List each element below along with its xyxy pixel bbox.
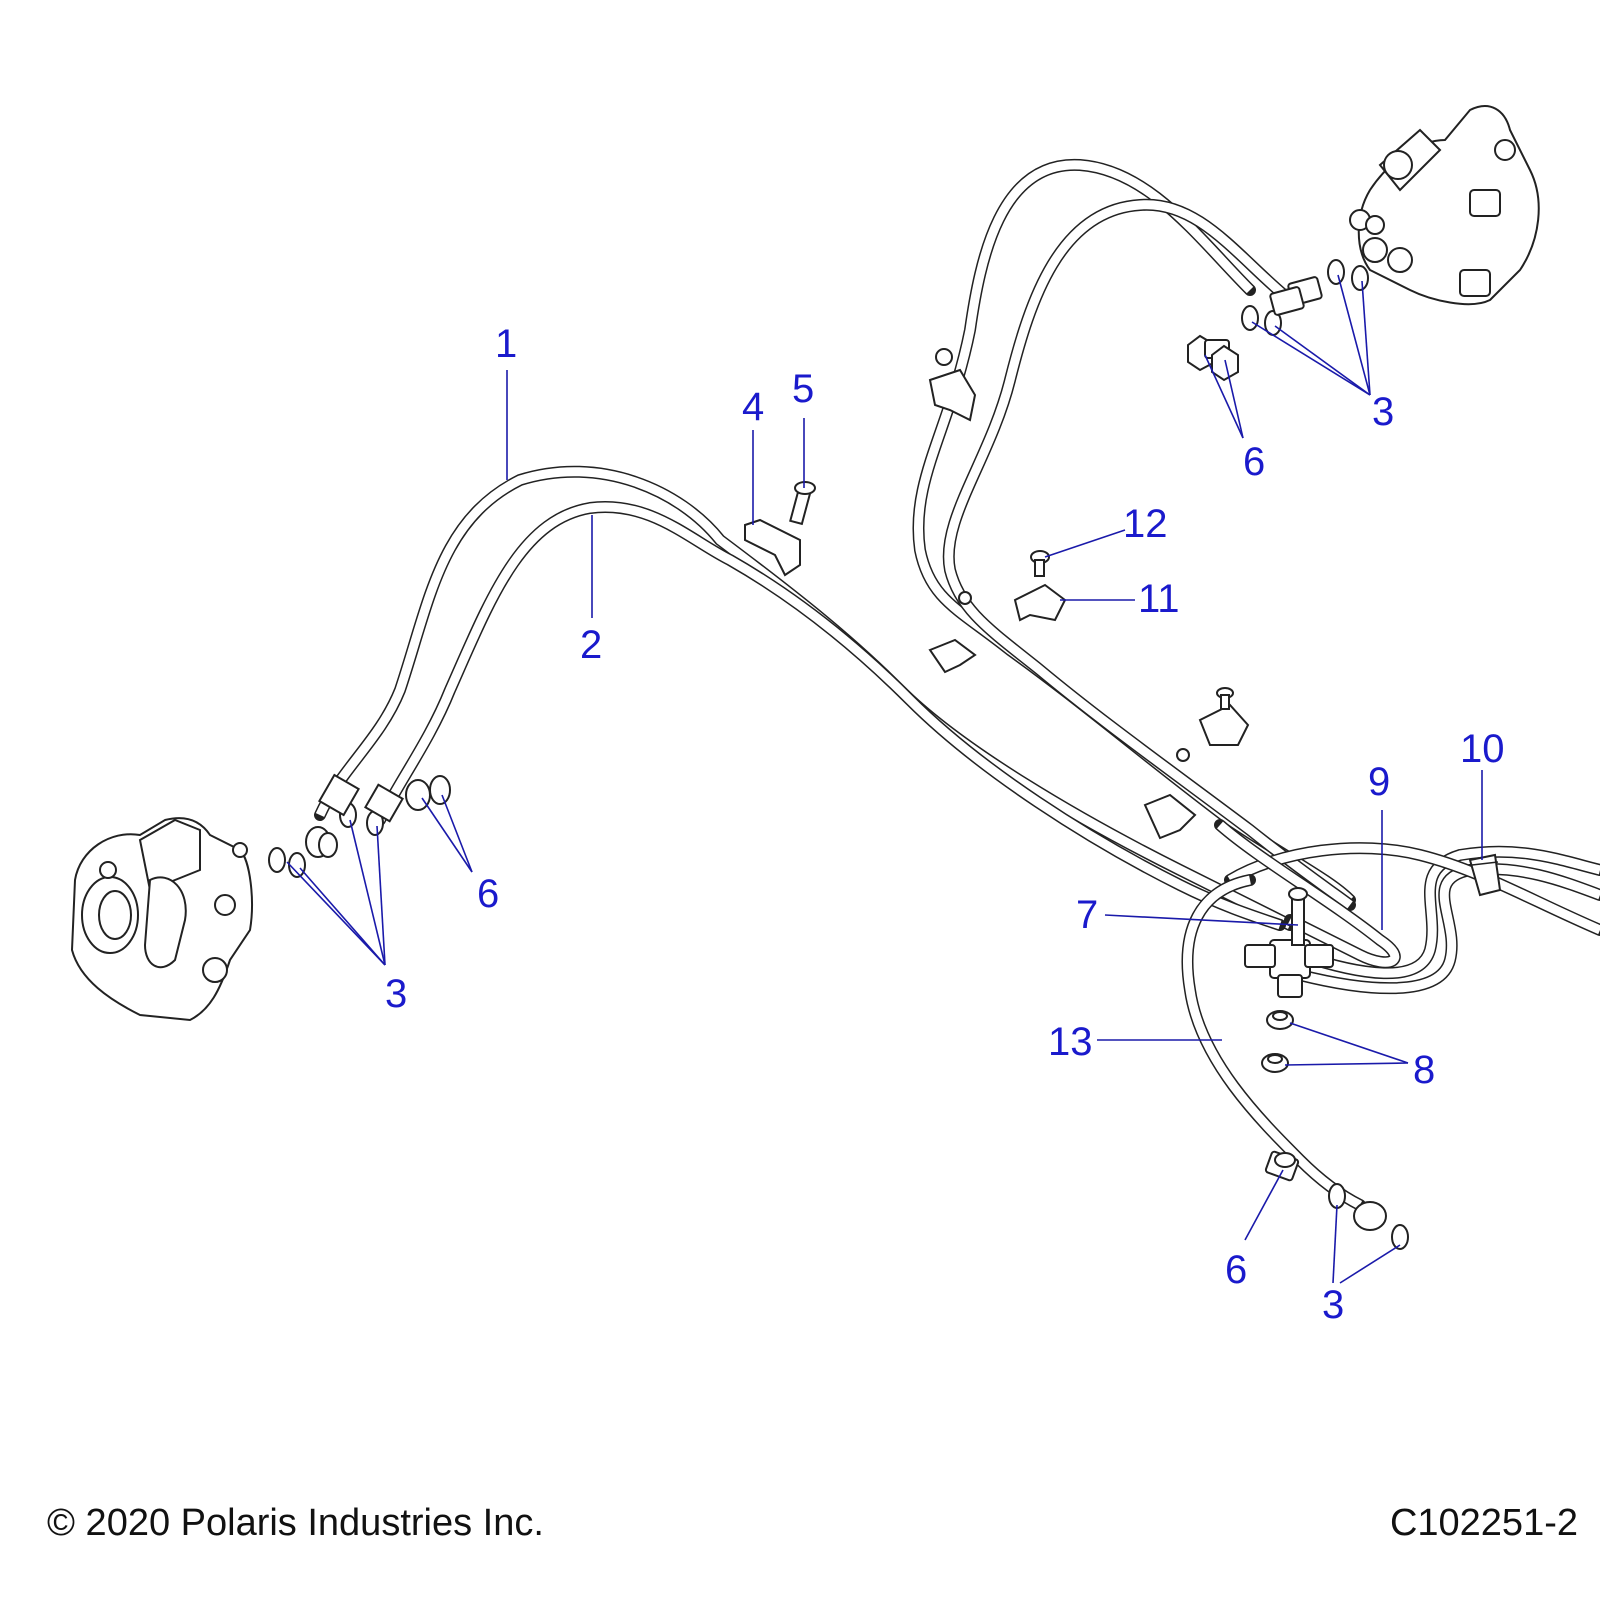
callout-10: 10 bbox=[1460, 727, 1505, 771]
figure-id: C102251-2 bbox=[1389, 1502, 1578, 1544]
screw-12 bbox=[1030, 550, 1050, 577]
callout-1: 1 bbox=[495, 322, 517, 366]
junction-block bbox=[1244, 939, 1334, 998]
brake-hose-right-upper bbox=[912, 158, 1356, 911]
brake-hose-1 bbox=[314, 465, 1296, 931]
brake-line-9 bbox=[1214, 819, 1401, 969]
clip-mid-left bbox=[928, 638, 977, 674]
callout-6-rear: 6 bbox=[1225, 1248, 1247, 1292]
callout-7: 7 bbox=[1076, 893, 1098, 937]
left-brake-caliper bbox=[70, 817, 253, 1022]
callout-4: 4 bbox=[742, 385, 764, 429]
callout-3-left: 3 bbox=[385, 972, 407, 1016]
callout-13: 13 bbox=[1048, 1020, 1093, 1064]
right-banjo-bolts bbox=[1187, 276, 1323, 382]
bracket-4 bbox=[744, 518, 801, 577]
callout-5: 5 bbox=[792, 367, 814, 411]
clip-11 bbox=[1013, 583, 1067, 622]
screw-5 bbox=[789, 481, 816, 526]
right-brake-caliper bbox=[1349, 105, 1540, 306]
callout-3-rear: 3 bbox=[1322, 1283, 1344, 1327]
callout-12: 12 bbox=[1123, 502, 1168, 546]
clip-upper-left bbox=[928, 348, 977, 422]
hose-collar-marks bbox=[958, 591, 1190, 762]
clip-lower bbox=[1143, 793, 1197, 840]
callout-6-right: 6 bbox=[1243, 440, 1265, 484]
callout-2: 2 bbox=[580, 623, 602, 667]
rear-banjo-bolt-6 bbox=[1264, 1150, 1300, 1182]
bolt-7 bbox=[1288, 887, 1308, 946]
callout-labels: 1 2 4 5 3 6 3 6 12 11 9 10 7 8 13 6 3 bbox=[385, 322, 1505, 1327]
callout-9: 9 bbox=[1368, 760, 1390, 804]
brake-hose-2 bbox=[374, 500, 1286, 931]
brake-hose-13 bbox=[1181, 874, 1366, 1211]
left-banjo-fittings bbox=[305, 773, 451, 858]
grommets-8 bbox=[1261, 1010, 1294, 1073]
callout-6-left: 6 bbox=[477, 872, 499, 916]
copyright-notice: © 2020 Polaris Industries Inc. bbox=[47, 1502, 544, 1544]
callout-3-right: 3 bbox=[1372, 390, 1394, 434]
rear-banjo-washers bbox=[1328, 1183, 1409, 1250]
clip-mid-right bbox=[1198, 687, 1250, 746]
clamp-10 bbox=[1468, 853, 1502, 897]
brake-line-rear bbox=[1224, 842, 1600, 995]
callout-11: 11 bbox=[1138, 577, 1180, 621]
callout-8: 8 bbox=[1413, 1048, 1435, 1092]
leader-lines bbox=[286, 274, 1483, 1284]
